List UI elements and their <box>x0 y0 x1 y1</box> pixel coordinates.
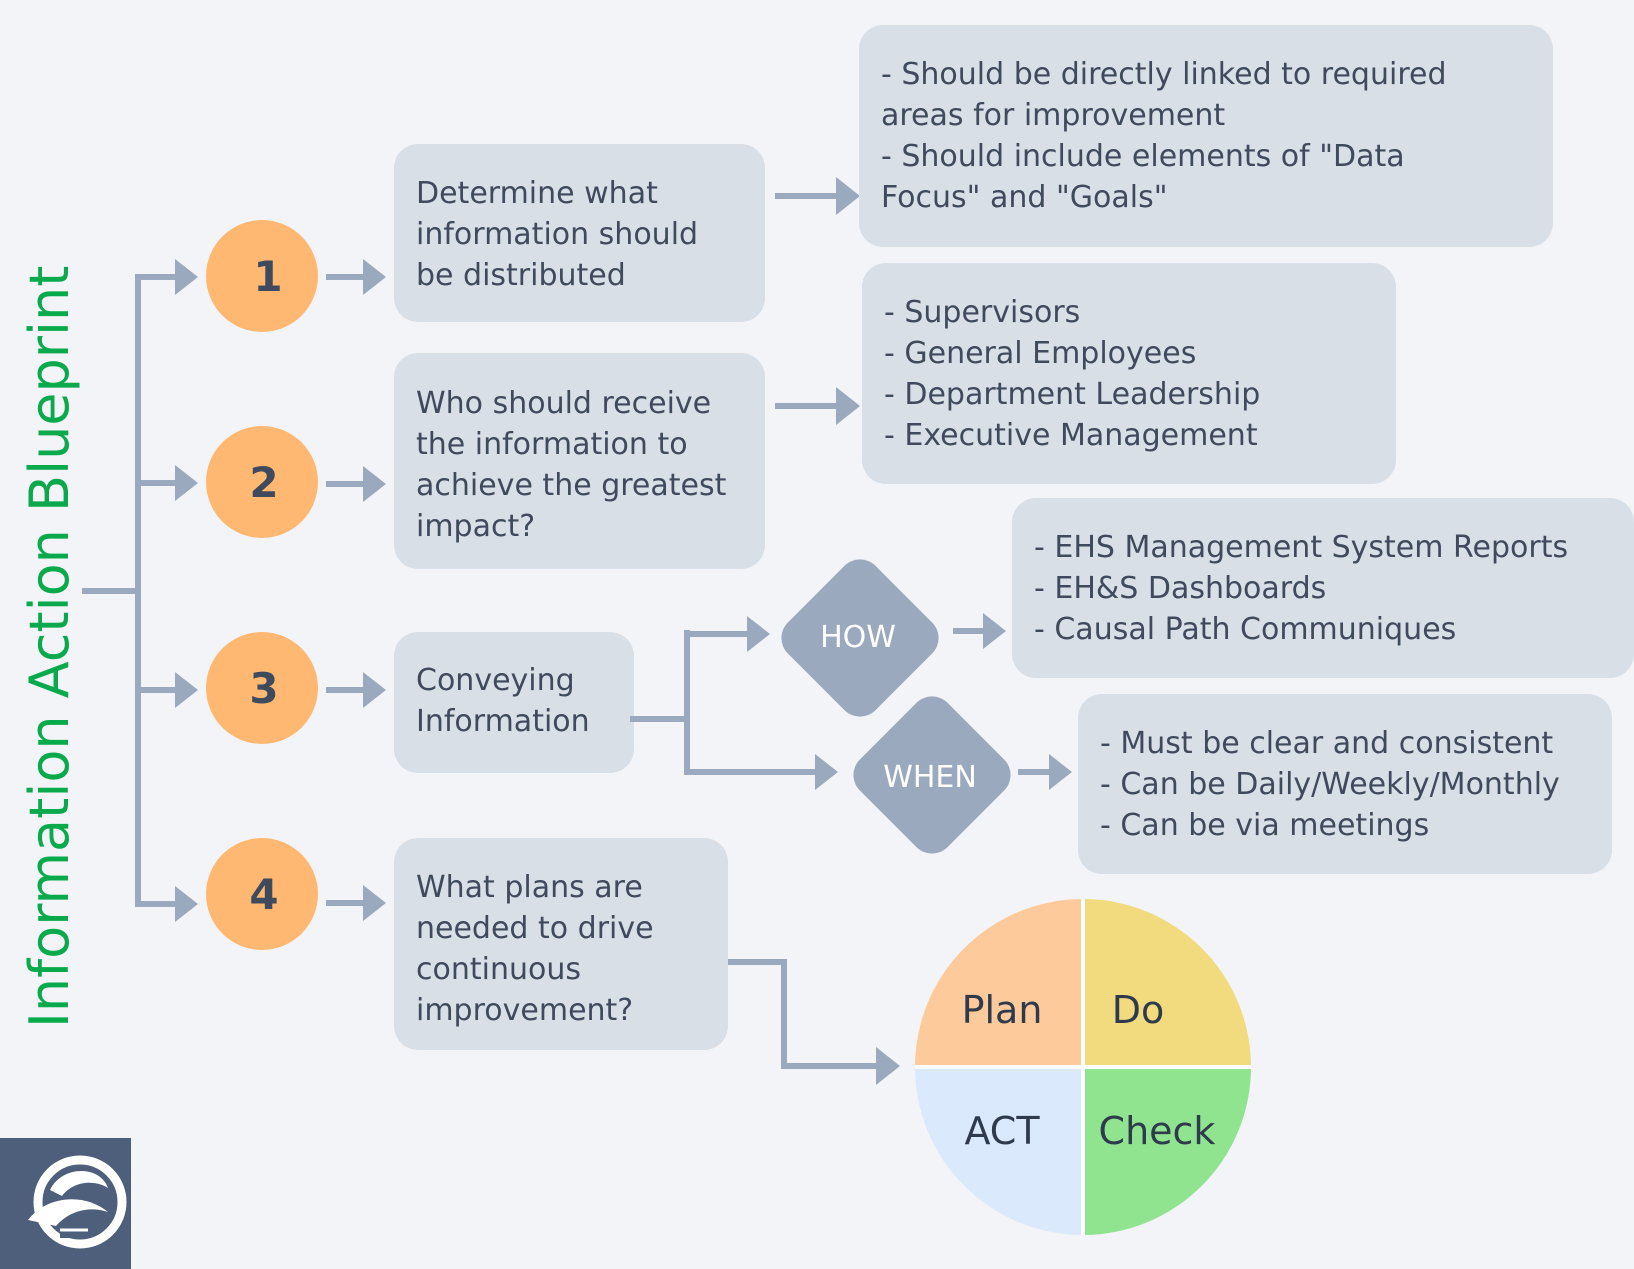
step-1-details-box: - Should be directly linked to required … <box>859 25 1553 247</box>
step-4-line-3: continuous <box>416 952 581 987</box>
page-title: Information Action Blueprint <box>18 266 81 1028</box>
step-2-number: 2 <box>249 458 278 507</box>
circle-to-box-arrows <box>326 259 386 921</box>
step-1-line-1: Determine what <box>416 176 658 211</box>
pdca-plan-quadrant <box>915 899 1083 1067</box>
pdca-check-label: Check <box>1099 1109 1216 1153</box>
company-logo <box>0 1138 131 1269</box>
step-4-line-2: needed to drive <box>416 911 654 946</box>
when-detail-1: - Must be clear and consistent <box>1100 726 1553 761</box>
main-bracket <box>82 259 198 922</box>
step-3-branch-connector <box>630 616 838 790</box>
when-arrow <box>1018 754 1072 790</box>
how-detail-2: - EH&S Dashboards <box>1034 571 1326 606</box>
step-1-line-3: be distributed <box>416 258 626 293</box>
step-1-detail-1: - Should be directly linked to required <box>881 57 1447 92</box>
pdca-check-quadrant <box>1083 1067 1251 1235</box>
step-1-arrow <box>775 177 860 215</box>
step-2-line-2: the information to <box>416 427 688 462</box>
how-arrow <box>953 613 1006 649</box>
when-diamond: WHEN <box>853 696 1011 854</box>
step-2-line-4: impact? <box>416 509 535 544</box>
step-1-line-2: information should <box>416 217 698 252</box>
step-1-detail-4: Focus" and "Goals" <box>881 180 1168 215</box>
step-4-badge: 4 <box>206 838 318 950</box>
step-2-line-1: Who should receive <box>416 386 711 421</box>
step-4-pdca-connector <box>728 959 900 1085</box>
step-2-badge: 2 <box>206 426 318 538</box>
step-4-number: 4 <box>249 870 278 919</box>
how-detail-1: - EHS Management System Reports <box>1034 530 1568 565</box>
step-3-badge: 3 <box>206 632 318 744</box>
step-2-box: Who should receive the information to ac… <box>394 353 765 569</box>
how-details-box: - EHS Management System Reports - EH&S D… <box>1012 498 1634 678</box>
when-label: WHEN <box>883 760 977 795</box>
step-2-line-3: achieve the greatest <box>416 468 727 503</box>
pdca-plan-label: Plan <box>962 988 1043 1032</box>
when-detail-2: - Can be Daily/Weekly/Monthly <box>1100 767 1560 802</box>
how-label: HOW <box>820 620 896 655</box>
step-1-box: Determine what information should be dis… <box>394 144 765 322</box>
step-4-line-1: What plans are <box>416 870 643 905</box>
step-1-badge: 1 <box>206 220 318 332</box>
company-logo-icon <box>28 1155 127 1249</box>
step-2-detail-4: - Executive Management <box>884 418 1258 453</box>
how-diamond: HOW <box>781 559 939 717</box>
step-4-box: What plans are needed to drive continuou… <box>394 838 728 1050</box>
step-1-detail-3: - Should include elements of "Data <box>881 139 1405 174</box>
step-1-number: 1 <box>253 252 282 301</box>
step-2-detail-3: - Department Leadership <box>884 377 1260 412</box>
step-2-detail-1: - Supervisors <box>884 295 1080 330</box>
step-3-box: Conveying Information <box>394 632 634 773</box>
pdca-act-label: ACT <box>964 1109 1040 1153</box>
when-detail-3: - Can be via meetings <box>1100 808 1429 843</box>
when-details-box: - Must be clear and consistent - Can be … <box>1078 694 1612 874</box>
step-1-detail-2: areas for improvement <box>881 98 1225 133</box>
step-3-number: 3 <box>249 664 278 713</box>
how-detail-3: - Causal Path Communiques <box>1034 612 1456 647</box>
step-4-line-4: improvement? <box>416 993 633 1028</box>
step-2-arrow <box>775 387 860 425</box>
pdca-wheel: Plan Do ACT Check <box>915 899 1251 1235</box>
step-2-details-box: - Supervisors - General Employees - Depa… <box>862 263 1396 484</box>
step-3-line-2: Information <box>416 704 590 739</box>
step-3-line-1: Conveying <box>416 663 575 698</box>
pdca-do-quadrant <box>1083 899 1251 1067</box>
pdca-do-label: Do <box>1112 988 1165 1032</box>
step-2-detail-2: - General Employees <box>884 336 1196 371</box>
pdca-act-quadrant <box>915 1067 1083 1235</box>
